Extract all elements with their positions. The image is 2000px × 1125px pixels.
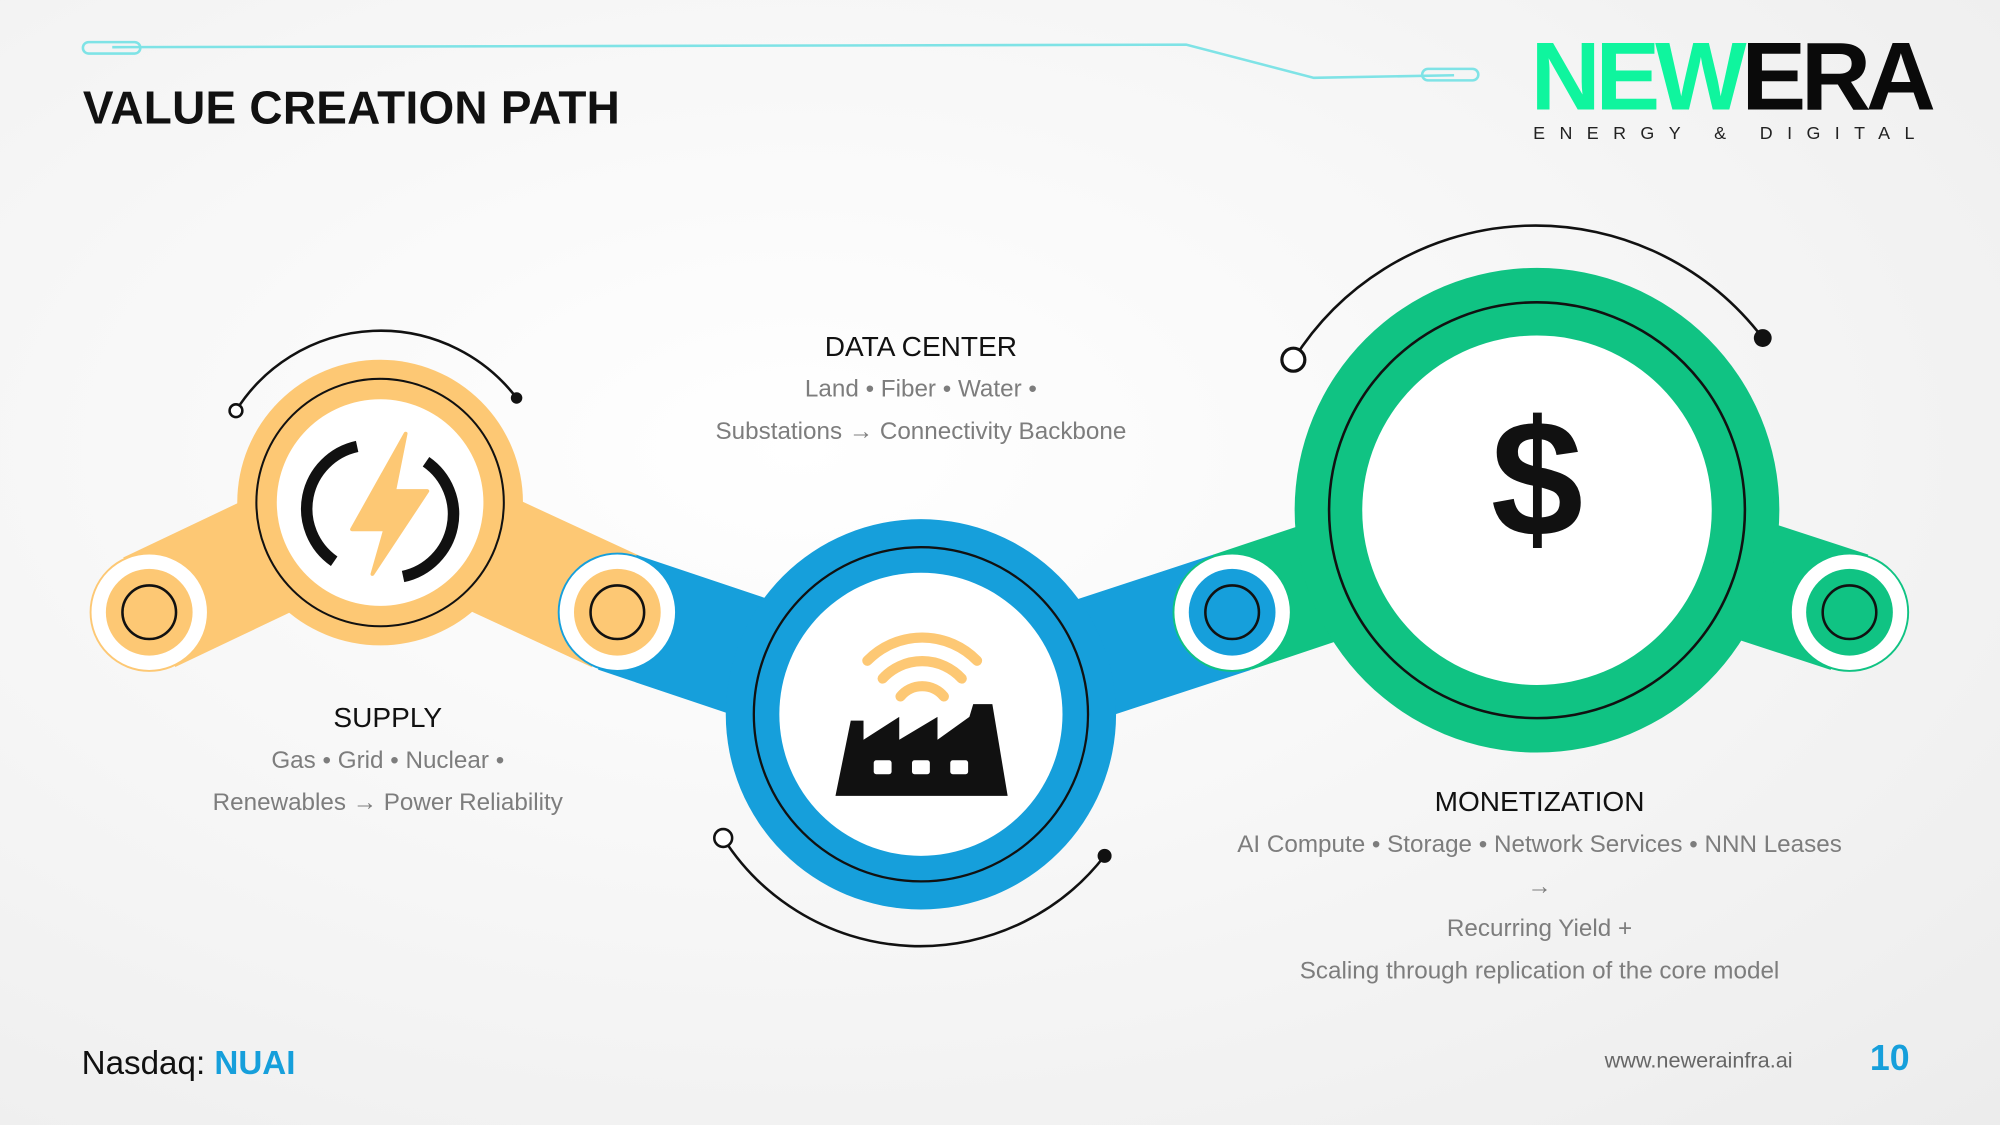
page-number: 10 [1869,1038,1910,1078]
monetization-arrow: → [1527,873,1552,901]
monetization-text: MONETIZATION AI Compute • Storage • Netw… [1157,786,1922,993]
top-decor-line [81,40,1480,82]
monetization-hub [1280,224,1780,753]
node-supply-datacenter [557,552,677,672]
datacenter-line1: Land • Fiber • Water • [804,376,1037,404]
logo-tagline: ENERGY & DIGITAL [1533,122,1929,143]
power-bolt-icon [301,431,460,583]
monetization-line3: Recurring Yield + [1446,915,1633,943]
supply-text: SUPPLY Gas • Grid • Nuclear • Renewables… [133,702,643,824]
monetization-line4: Scaling through replication of the core … [1299,957,1780,985]
ticker: NUAI [214,1043,296,1082]
dollar-icon: $ [1490,385,1584,572]
supply-title: SUPPLY [333,701,443,734]
supply-hub [228,329,523,646]
nasdaq-label: Nasdaq: [81,1043,206,1082]
factory-wifi-icon [835,632,1008,796]
node-supply-left [89,552,209,672]
nasdaq-ticker: Nasdaq: NUAI [82,1043,296,1083]
datacenter-text: DATA CENTER Land • Fiber • Water • Subst… [666,330,1176,452]
newera-logo: NEWERA ENERGY & DIGITAL [1531,27,1936,143]
node-monetization-right [1789,552,1910,672]
monetization-title: MONETIZATION [1434,785,1645,818]
datacenter-hub [713,519,1117,948]
logo-era: ERA [1741,22,1935,132]
supply-line2: Renewables → Power Reliability [212,789,563,817]
logo-new: NEW [1530,22,1747,132]
page-title: VALUE CREATION PATH [82,81,621,134]
monetization-line1: AI Compute • Storage • Network Services … [1237,831,1842,859]
datacenter-line2: Substations → Connectivity Backbone [715,418,1127,446]
supply-line1: Gas • Grid • Nuclear • [271,747,505,775]
node-datacenter-monetization [1172,552,1292,672]
datacenter-title: DATA CENTER [824,330,1018,363]
website-url[interactable]: www.newerainfra.ai [1604,1048,1793,1073]
